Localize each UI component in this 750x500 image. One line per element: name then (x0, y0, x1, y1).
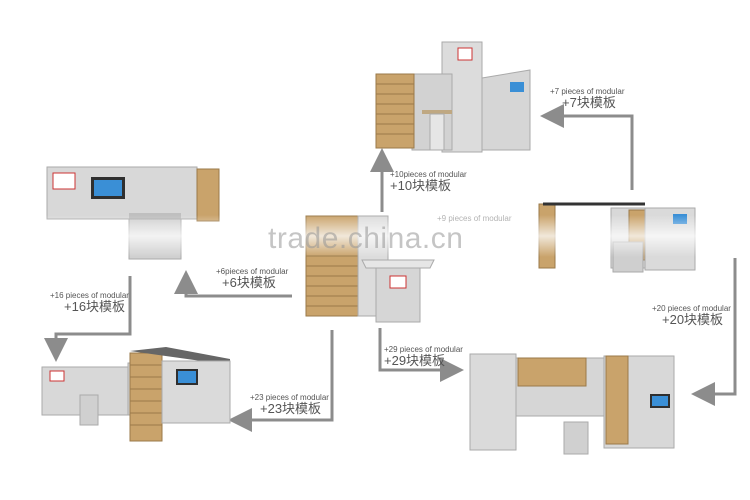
step-label-en: +29 pieces of modular (384, 345, 463, 354)
step-label-en: +10pieces of modular (390, 170, 467, 179)
booth-23 (41, 347, 231, 442)
arrow-to-29 (378, 328, 464, 382)
step-label-cn: +7块模板 (562, 95, 616, 111)
step-label-en: +6pieces of modular (216, 267, 289, 276)
step-label-cn: +23块模板 (260, 401, 322, 417)
step-label-cn: +29块模板 (384, 353, 446, 369)
step-label-10: +10pieces of modular +10块模板 (390, 170, 467, 194)
step-label-en: +9 pieces of modular (437, 214, 512, 223)
booth-10 (375, 41, 531, 153)
step-label-29: +29 pieces of modular +29块模板 (384, 345, 463, 369)
step-label-20: +20 pieces of modular +20块模板 (652, 304, 731, 328)
arrow-to-16 (44, 276, 132, 362)
step-label-en: +23 pieces of modular (250, 393, 329, 402)
step-label-cn: +6块模板 (222, 275, 276, 291)
step-label-en: +20 pieces of modular (652, 304, 731, 313)
step-label-7: +7 pieces of modular +7块模板 (550, 87, 625, 111)
step-label-23: +23 pieces of modular +23块模板 (250, 393, 329, 417)
watermark: trade.china.cn (268, 222, 464, 255)
watermark-band (40, 215, 740, 257)
step-label-cn: +10块模板 (390, 178, 452, 194)
step-label-cn: +20块模板 (662, 312, 724, 328)
step-label-en: +7 pieces of modular (550, 87, 625, 96)
arrow-to-7 (540, 104, 634, 190)
step-label-16: +16 pieces of modular +16块模板 (50, 291, 129, 315)
step-label-en: +16 pieces of modular (50, 291, 129, 300)
step-label-9: +9 pieces of modular (437, 214, 512, 223)
arrow-to-6 (174, 270, 292, 298)
arrow-to-23 (228, 330, 334, 432)
booth-29 (469, 353, 675, 455)
step-label-cn: +16块模板 (64, 299, 126, 315)
step-label-6: +6pieces of modular +6块模板 (216, 267, 288, 291)
arrow-to-20 (691, 258, 737, 406)
